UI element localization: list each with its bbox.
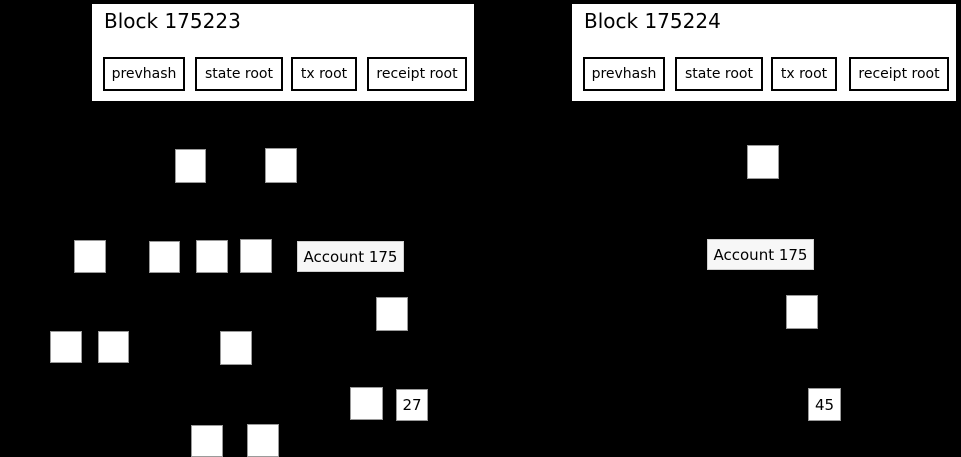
- trie-node-left-l4-b[interactable]: [50, 331, 82, 363]
- trie-node-right-root[interactable]: [747, 145, 779, 179]
- block-field-tx-root[interactable]: tx root: [291, 57, 357, 91]
- trie-node-left-l4-c[interactable]: [98, 331, 129, 363]
- block-field-state-root[interactable]: state root: [675, 57, 763, 91]
- block-title: Block 175224: [584, 9, 721, 33]
- trie-node-left-l4-d[interactable]: [220, 331, 252, 365]
- trie-node-left-l2-a[interactable]: [175, 149, 206, 183]
- block-field-receipt-root[interactable]: receipt root: [849, 57, 949, 91]
- trie-node-left-l2-b[interactable]: [265, 148, 297, 183]
- block-field-prevhash[interactable]: prevhash: [583, 57, 665, 91]
- trie-node-right-child[interactable]: [786, 295, 818, 329]
- trie-node-left-l5-a[interactable]: [350, 387, 383, 420]
- block-field-state-root[interactable]: state root: [195, 57, 283, 91]
- block-card-175223: Block 175223 prevhash state root tx root…: [90, 2, 476, 103]
- block-field-tx-root[interactable]: tx root: [771, 57, 837, 91]
- trie-leaf-right-value[interactable]: 45: [808, 388, 841, 421]
- block-title: Block 175223: [104, 9, 241, 33]
- block-field-receipt-root[interactable]: receipt root: [367, 57, 467, 91]
- trie-node-left-l3-a[interactable]: [74, 240, 106, 273]
- trie-node-left-l4-a[interactable]: [376, 297, 408, 331]
- trie-leaf-left-value[interactable]: 27: [396, 389, 428, 421]
- trie-node-left-l6-b[interactable]: [247, 424, 279, 457]
- trie-node-left-l3-b[interactable]: [149, 241, 180, 273]
- account-label-right: Account 175: [707, 239, 814, 270]
- trie-node-left-l3-d[interactable]: [240, 239, 272, 273]
- trie-node-left-l3-c[interactable]: [196, 240, 228, 273]
- trie-node-left-l6-a[interactable]: [191, 425, 223, 457]
- block-card-175224: Block 175224 prevhash state root tx root…: [570, 2, 958, 103]
- block-field-prevhash[interactable]: prevhash: [103, 57, 185, 91]
- account-label-left: Account 175: [297, 241, 404, 272]
